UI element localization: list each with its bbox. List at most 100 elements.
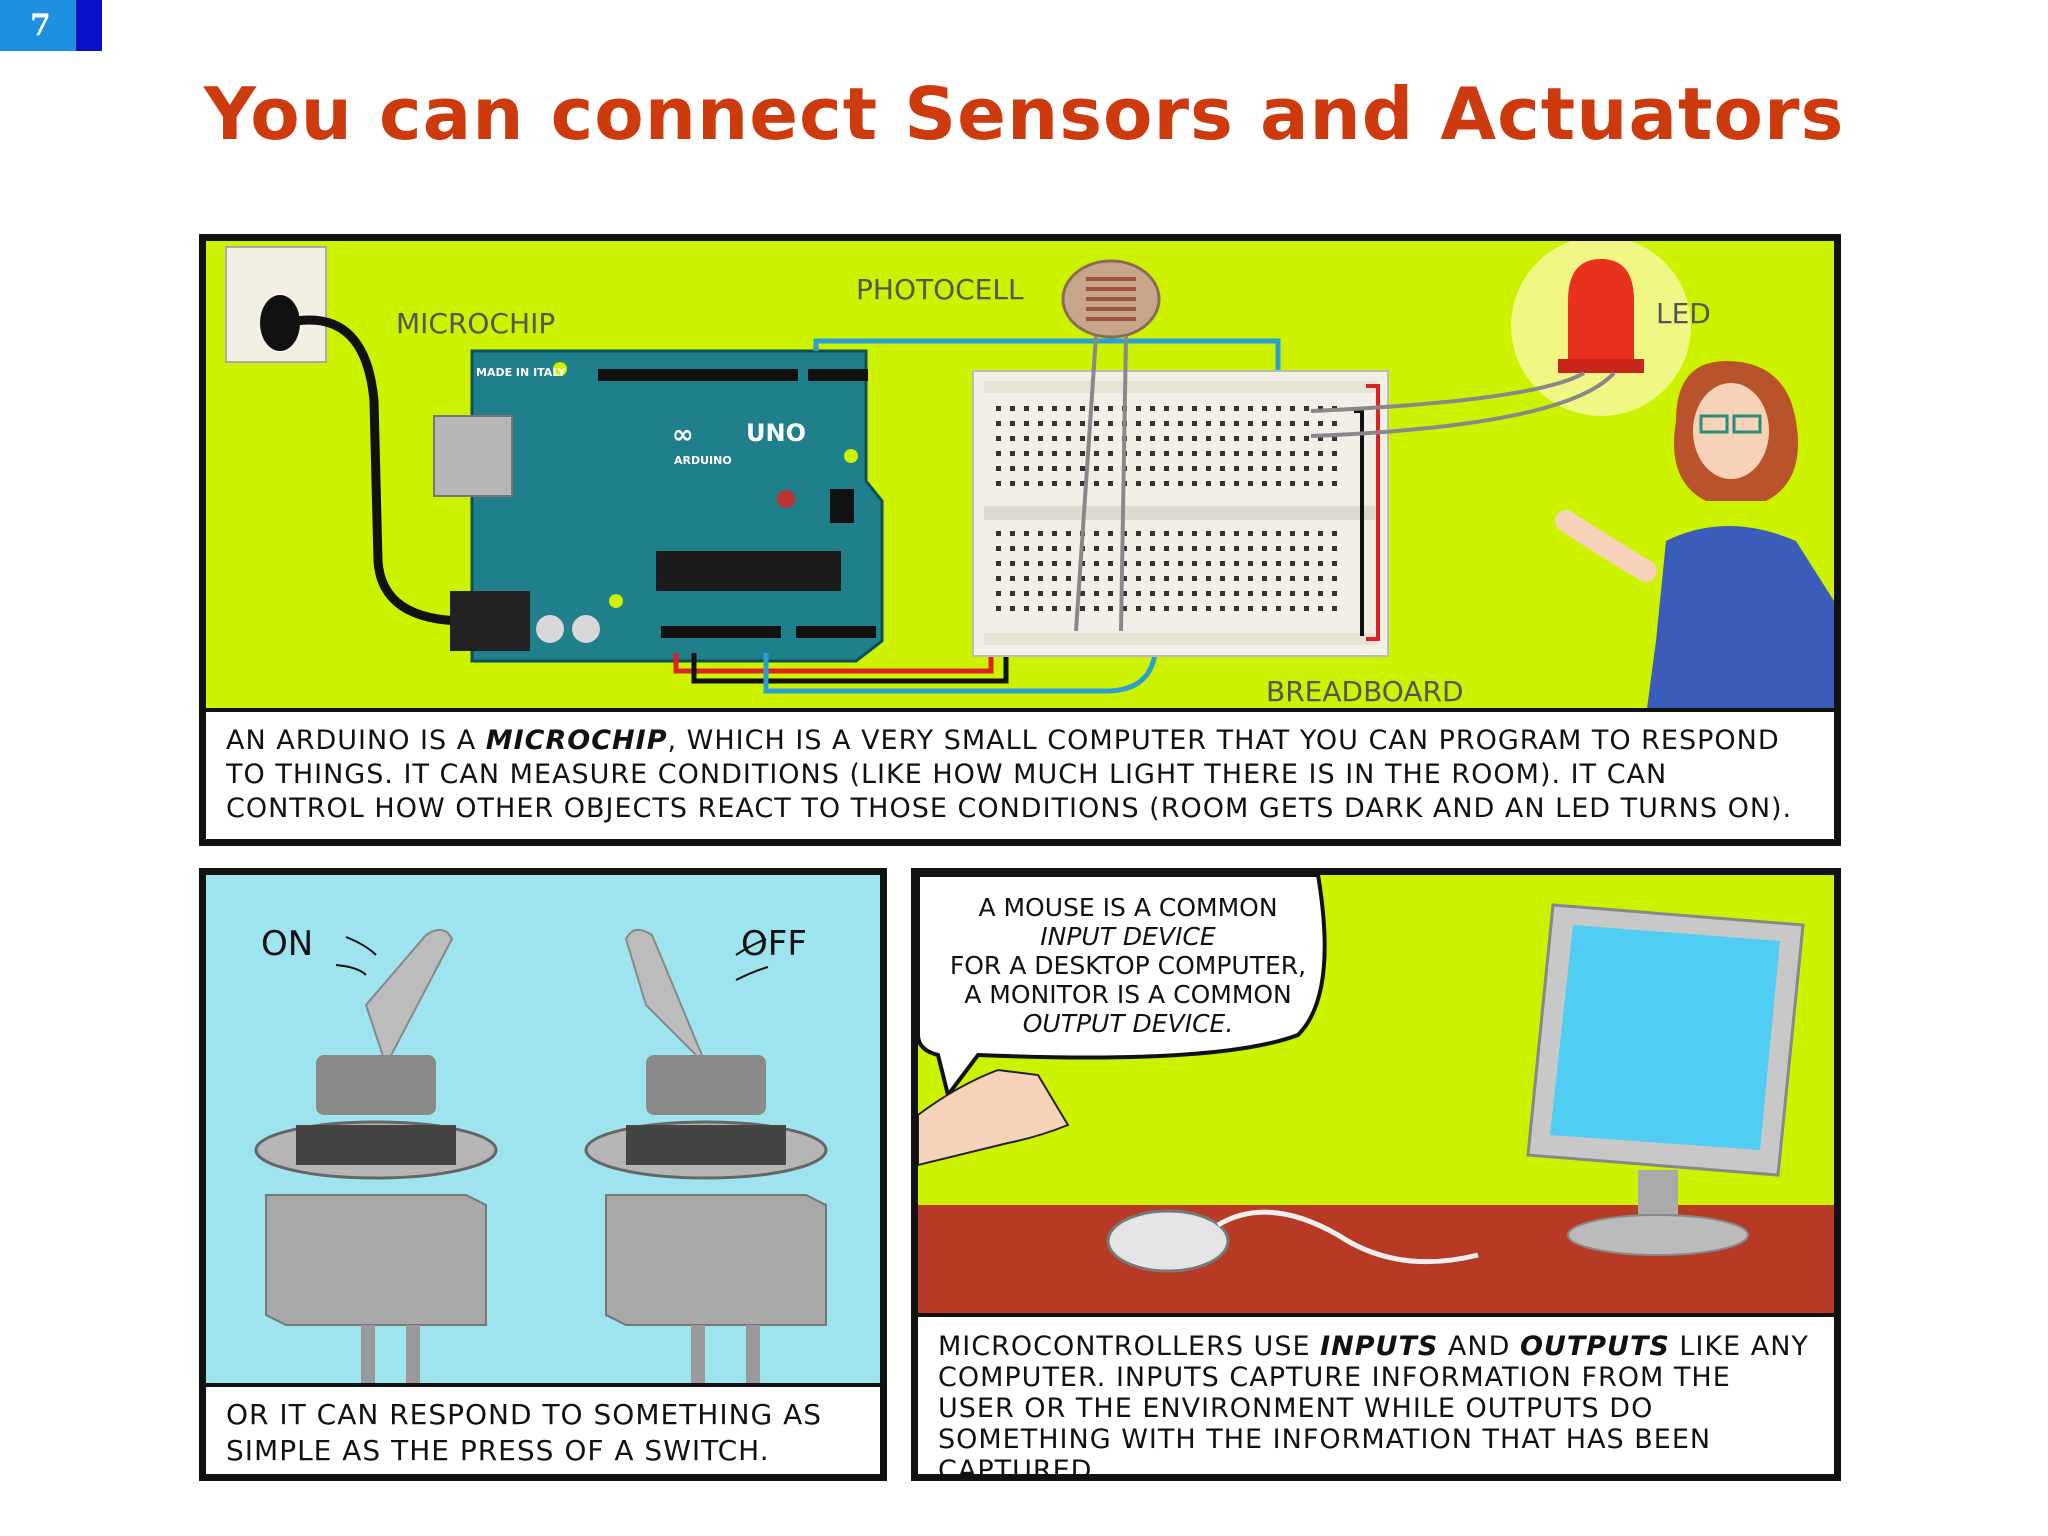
breadboard-hole bbox=[1234, 561, 1239, 566]
breadboard-hole bbox=[1066, 531, 1071, 536]
breadboard-hole bbox=[1010, 421, 1015, 426]
breadboard-hole bbox=[1066, 421, 1071, 426]
breadboard-hole bbox=[1108, 406, 1113, 411]
breadboard-hole bbox=[1262, 481, 1267, 486]
breadboard-hole bbox=[1304, 466, 1309, 471]
breadboard-hole bbox=[1094, 531, 1099, 536]
breadboard-hole bbox=[1108, 591, 1113, 596]
breadboard-hole bbox=[1094, 481, 1099, 486]
panel2-caption: OR IT CAN RESPOND TO SOMETHING AS SIMPLE… bbox=[206, 1383, 880, 1474]
plug-icon bbox=[260, 295, 300, 351]
breadboard-hole bbox=[1220, 576, 1225, 581]
breadboard-hole bbox=[1192, 576, 1197, 581]
made-in-italy-text: MADE IN ITALY bbox=[476, 366, 567, 379]
breadboard-hole bbox=[1290, 561, 1295, 566]
breadboard-hole bbox=[1262, 531, 1267, 536]
panel3-caption: MICROCONTROLLERS USE INPUTS AND OUTPUTS … bbox=[918, 1313, 1834, 1474]
breadboard-hole bbox=[1038, 436, 1043, 441]
breadboard-hole bbox=[1178, 421, 1183, 426]
breadboard-hole bbox=[1010, 531, 1015, 536]
breadboard-hole bbox=[1234, 406, 1239, 411]
breadboard-hole bbox=[1262, 546, 1267, 551]
breadboard-hole bbox=[1290, 466, 1295, 471]
breadboard-hole bbox=[1206, 546, 1211, 551]
breadboard-hole bbox=[1108, 531, 1113, 536]
breadboard-hole bbox=[1164, 481, 1169, 486]
breadboard-hole bbox=[1248, 576, 1253, 581]
breadboard-label: BREADBOARD bbox=[1266, 675, 1464, 708]
breadboard-hole bbox=[1122, 561, 1127, 566]
breadboard-hole bbox=[1024, 576, 1029, 581]
breadboard-hole bbox=[1332, 576, 1337, 581]
breadboard-hole bbox=[1038, 531, 1043, 536]
breadboard-hole bbox=[1220, 421, 1225, 426]
breadboard-hole bbox=[1136, 546, 1141, 551]
breadboard-hole bbox=[1136, 531, 1141, 536]
breadboard-hole bbox=[996, 436, 1001, 441]
breadboard-hole bbox=[1248, 451, 1253, 456]
breadboard-hole bbox=[1108, 481, 1113, 486]
breadboard-hole bbox=[1094, 591, 1099, 596]
breadboard-hole bbox=[1080, 406, 1085, 411]
breadboard-hole bbox=[1038, 481, 1043, 486]
breadboard-hole bbox=[1248, 436, 1253, 441]
breadboard-hole bbox=[1052, 531, 1057, 536]
breadboard-hole bbox=[1220, 436, 1225, 441]
comic-panel-arduino: MADE IN ITALY UNO ARDUINO ∞ bbox=[199, 234, 1841, 846]
breadboard-hole bbox=[1220, 546, 1225, 551]
breadboard-hole bbox=[1164, 466, 1169, 471]
breadboard-hole bbox=[1318, 451, 1323, 456]
led-icon bbox=[1310, 241, 1691, 438]
breadboard-hole bbox=[1150, 546, 1155, 551]
breadboard-hole bbox=[1248, 406, 1253, 411]
breadboard-hole bbox=[1136, 466, 1141, 471]
breadboard-hole bbox=[1038, 421, 1043, 426]
breadboard-hole bbox=[1304, 406, 1309, 411]
mouse-icon bbox=[1106, 1209, 1230, 1273]
breadboard-hole bbox=[1276, 591, 1281, 596]
breadboard-hole bbox=[1024, 591, 1029, 596]
breadboard-hole bbox=[1024, 406, 1029, 411]
breadboard-hole bbox=[1066, 436, 1071, 441]
breadboard-hole bbox=[1304, 421, 1309, 426]
breadboard-hole bbox=[1066, 481, 1071, 486]
breadboard-hole bbox=[1080, 606, 1085, 611]
breadboard-hole bbox=[1066, 576, 1071, 581]
breadboard-hole bbox=[1192, 406, 1197, 411]
breadboard-hole bbox=[1332, 546, 1337, 551]
breadboard-hole bbox=[996, 466, 1001, 471]
breadboard-hole bbox=[1304, 481, 1309, 486]
breadboard-hole bbox=[1150, 576, 1155, 581]
breadboard-hole bbox=[1234, 531, 1239, 536]
breadboard-hole bbox=[1304, 451, 1309, 456]
breadboard-hole bbox=[1164, 436, 1169, 441]
mouse-cable bbox=[1216, 1209, 1479, 1265]
breadboard-hole bbox=[1276, 531, 1281, 536]
breadboard-hole bbox=[1094, 421, 1099, 426]
breadboard-hole bbox=[1276, 576, 1281, 581]
breadboard-hole bbox=[1290, 546, 1295, 551]
breadboard-hole bbox=[1332, 606, 1337, 611]
breadboard-hole bbox=[1080, 591, 1085, 596]
breadboard-hole bbox=[1108, 466, 1113, 471]
breadboard-hole bbox=[1066, 451, 1071, 456]
panel3-caption-emph2: OUTPUTS bbox=[1519, 1331, 1670, 1362]
panel3-caption-part3: LIKE ANY COMPUTER. INPUTS CAPTURE INFORM… bbox=[938, 1331, 1809, 1481]
power-jack-icon bbox=[450, 591, 530, 651]
breadboard-hole bbox=[1220, 451, 1225, 456]
breadboard-hole bbox=[1234, 436, 1239, 441]
monitor-icon bbox=[1526, 903, 1805, 1256]
breadboard-hole bbox=[1150, 561, 1155, 566]
breadboard-hole bbox=[1080, 421, 1085, 426]
breadboard-hole bbox=[1248, 561, 1253, 566]
breadboard-hole bbox=[1262, 406, 1267, 411]
breadboard-hole bbox=[1290, 406, 1295, 411]
breadboard-hole bbox=[1220, 481, 1225, 486]
breadboard-hole bbox=[996, 546, 1001, 551]
breadboard-hole bbox=[1262, 436, 1267, 441]
breadboard-hole bbox=[1178, 406, 1183, 411]
breadboard-hole bbox=[1192, 436, 1197, 441]
breadboard-hole bbox=[1290, 421, 1295, 426]
bubble-line-4: A MONITOR IS A COMMON bbox=[964, 980, 1292, 1009]
breadboard-hole bbox=[1276, 546, 1281, 551]
